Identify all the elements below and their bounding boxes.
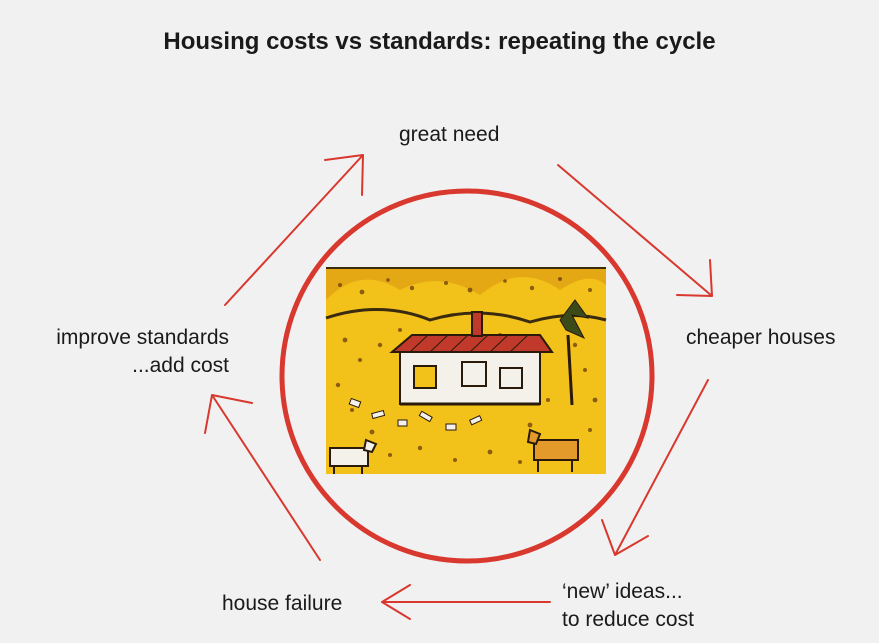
cycle-arrows: [204, 154, 713, 620]
node-great-need: great need: [399, 121, 499, 149]
node-house-failure: house failure: [222, 590, 342, 618]
arrow-need-to-cheaper: [557, 164, 713, 297]
node-label: cheaper houses: [686, 326, 836, 349]
node-new-ideas: ‘new’ ideas... to reduce cost: [562, 578, 694, 634]
node-label-line-2: to reduce cost: [562, 608, 694, 631]
node-improve-standards: improve standards ...add cost: [12, 324, 229, 380]
node-label-line-2: ...add cost: [132, 354, 229, 377]
arrow-failure-to-improve: [204, 394, 321, 561]
arrow-new-to-failure: [381, 584, 551, 620]
node-label: great need: [399, 123, 500, 146]
center-circle: [279, 188, 655, 564]
node-cheaper-houses: cheaper houses: [686, 324, 835, 352]
house-painting-icon: [325, 267, 607, 474]
arrow-improve-to-need: [224, 154, 364, 306]
arrow-cheaper-to-new: [601, 379, 709, 556]
node-label: house failure: [222, 592, 343, 615]
node-label-line-1: ‘new’ ideas...: [562, 580, 683, 603]
node-label-line-1: improve standards: [56, 326, 229, 349]
diagram-title: Housing costs vs standards: repeating th…: [163, 28, 716, 55]
